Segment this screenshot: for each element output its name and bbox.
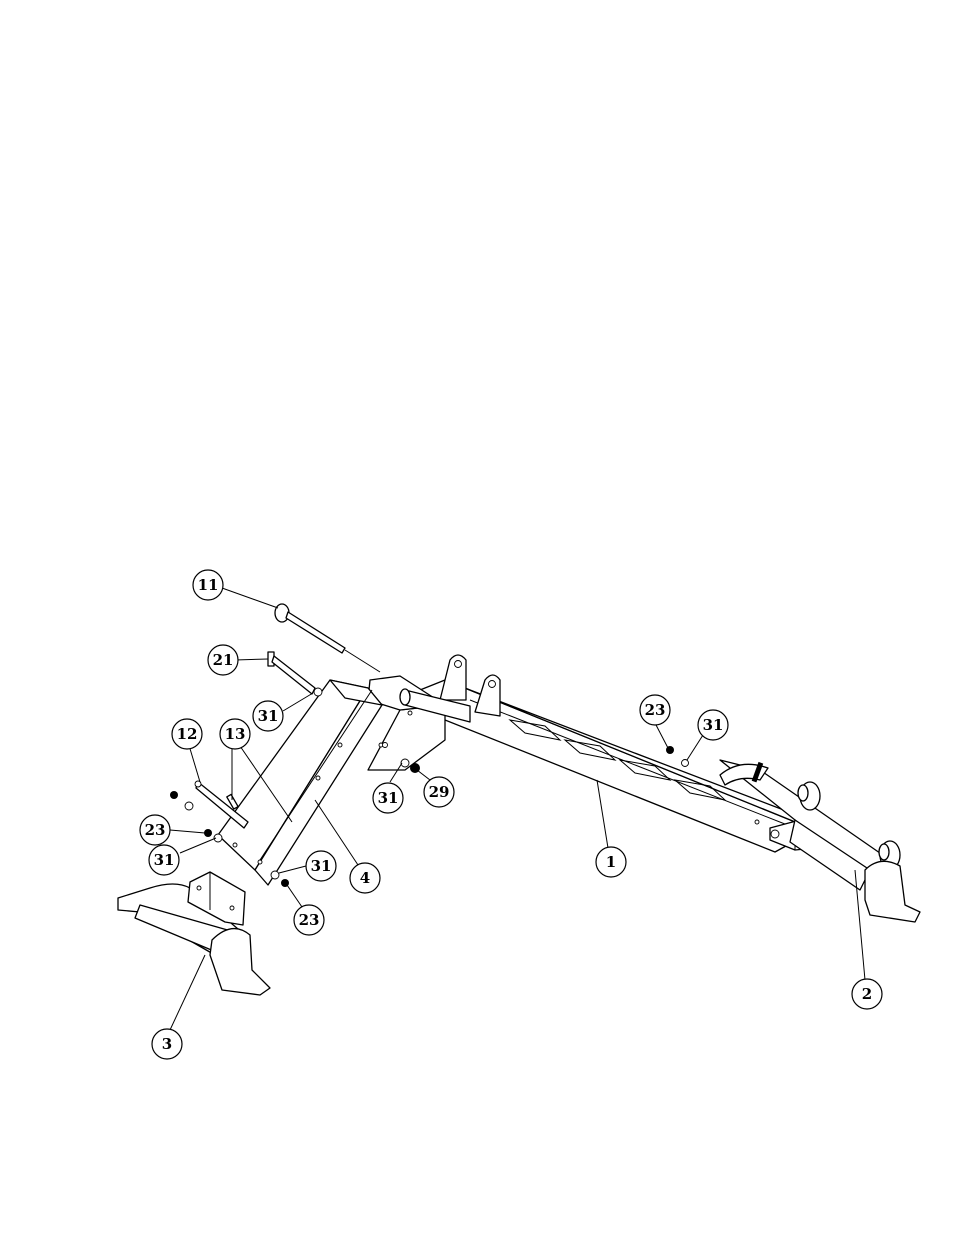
callout-label: 12: [177, 725, 198, 743]
callout-label: 2: [862, 985, 872, 1003]
upright-post-part-4: [218, 680, 382, 885]
callout-21: 21: [208, 645, 238, 675]
callout-3: 3: [152, 1029, 182, 1059]
front-stabilizer-part-3: [118, 872, 270, 995]
callout-31: 31: [373, 783, 403, 813]
callout-label: 31: [154, 851, 175, 869]
callout-label: 3: [162, 1035, 172, 1053]
callout-label: 1: [606, 853, 616, 871]
callout-11: 11: [193, 570, 223, 600]
callout-23: 23: [640, 695, 670, 725]
callout-label: 23: [645, 701, 666, 719]
callout-label: 21: [213, 651, 234, 669]
callout-31: 31: [149, 845, 179, 875]
callout-13: 13: [220, 719, 250, 749]
callout-23: 23: [140, 815, 170, 845]
callout-31: 31: [253, 701, 283, 731]
callout-label: 31: [311, 857, 332, 875]
callout-1: 1: [596, 847, 626, 877]
callout-label: 11: [198, 576, 219, 594]
callout-label: 4: [360, 869, 370, 887]
callout-2: 2: [852, 979, 882, 1009]
callout-label: 31: [378, 789, 399, 807]
callout-29: 29: [424, 777, 454, 807]
callout-label: 23: [299, 911, 320, 929]
callout-label: 31: [258, 707, 279, 725]
callout-label: 13: [225, 725, 246, 743]
callout-4: 4: [350, 863, 380, 893]
main-frame-part-1: [368, 655, 815, 852]
callout-label: 31: [703, 716, 724, 734]
callout-12: 12: [172, 719, 202, 749]
callout-31: 31: [698, 710, 728, 740]
callout-label: 23: [145, 821, 166, 839]
callout-label: 29: [429, 783, 450, 801]
callout-31: 31: [306, 851, 336, 881]
callout-23: 23: [294, 905, 324, 935]
